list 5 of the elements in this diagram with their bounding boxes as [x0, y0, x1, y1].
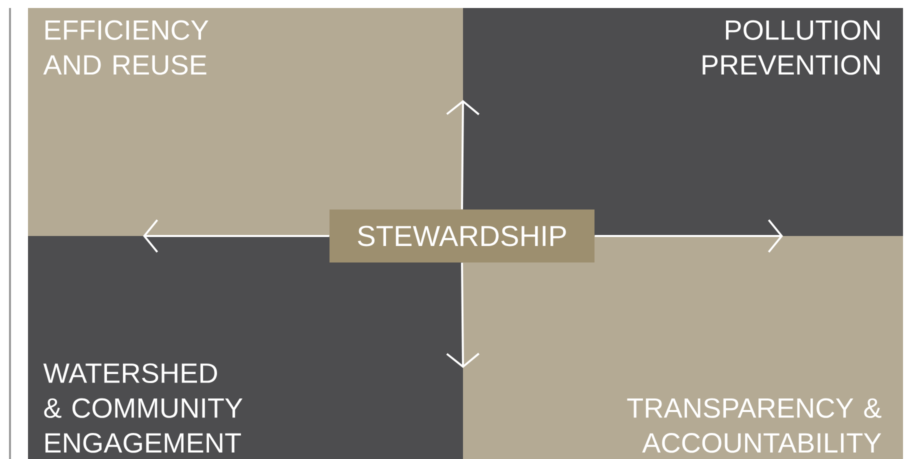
arrow: [594, 219, 784, 253]
arrow: [446, 100, 480, 210]
arrow: [143, 219, 330, 253]
arrow: [446, 262, 480, 368]
center-box: STEWARDSHIP: [330, 210, 594, 262]
